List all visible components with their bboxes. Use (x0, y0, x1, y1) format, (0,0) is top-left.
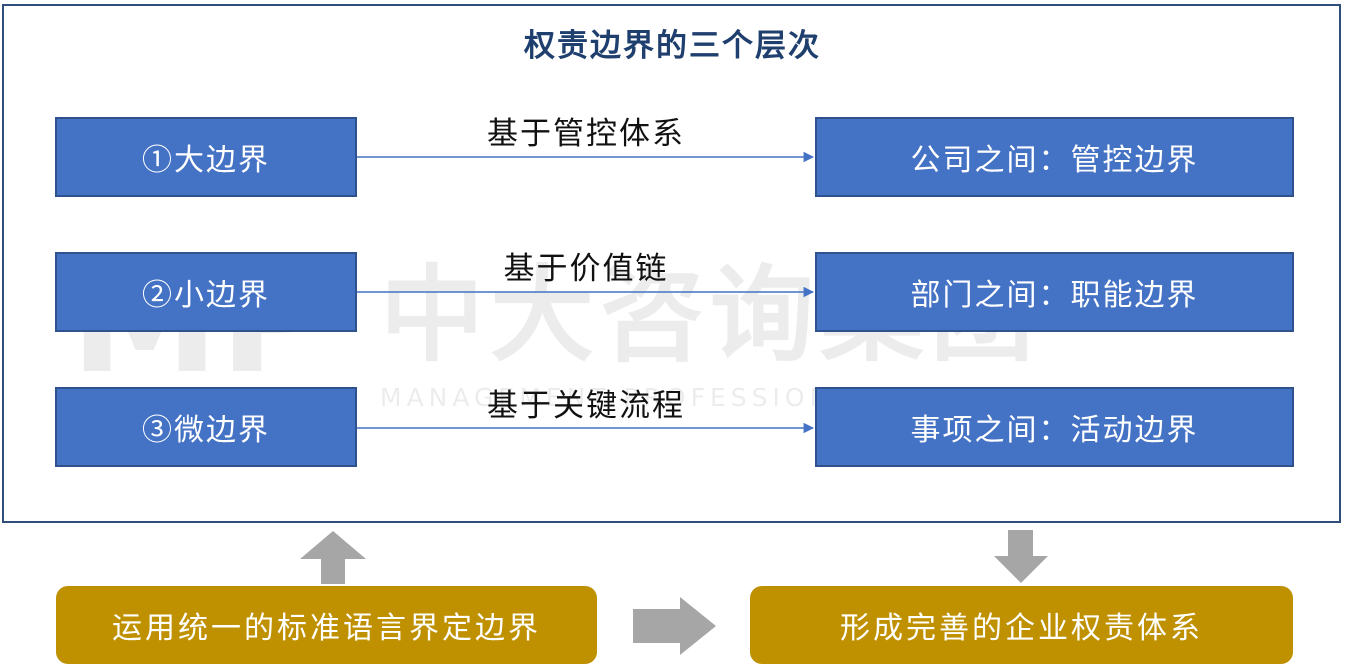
level-box-micro: ③微边界 (55, 387, 357, 467)
boundary-box-department: 部门之间：职能边界 (815, 252, 1294, 332)
level-box-major: ①大边界 (55, 117, 357, 197)
connector-label-2: 基于价值链 (503, 251, 669, 287)
right-arrow (633, 597, 716, 655)
connector-label-1: 基于管控体系 (487, 116, 685, 152)
responsibility-system-box: 形成完善的企业权责体系 (750, 586, 1293, 664)
up-arrow (300, 531, 366, 584)
down-arrow (994, 530, 1048, 583)
standard-language-box: 运用统一的标准语言界定边界 (56, 586, 597, 664)
level-box-minor: ②小边界 (55, 252, 357, 332)
connector-label-3: 基于关键流程 (487, 388, 685, 424)
diagram-title: 权责边界的三个层次 (524, 28, 821, 64)
boundary-box-activity: 事项之间：活动边界 (815, 387, 1294, 467)
boundary-box-company: 公司之间：管控边界 (815, 117, 1294, 197)
